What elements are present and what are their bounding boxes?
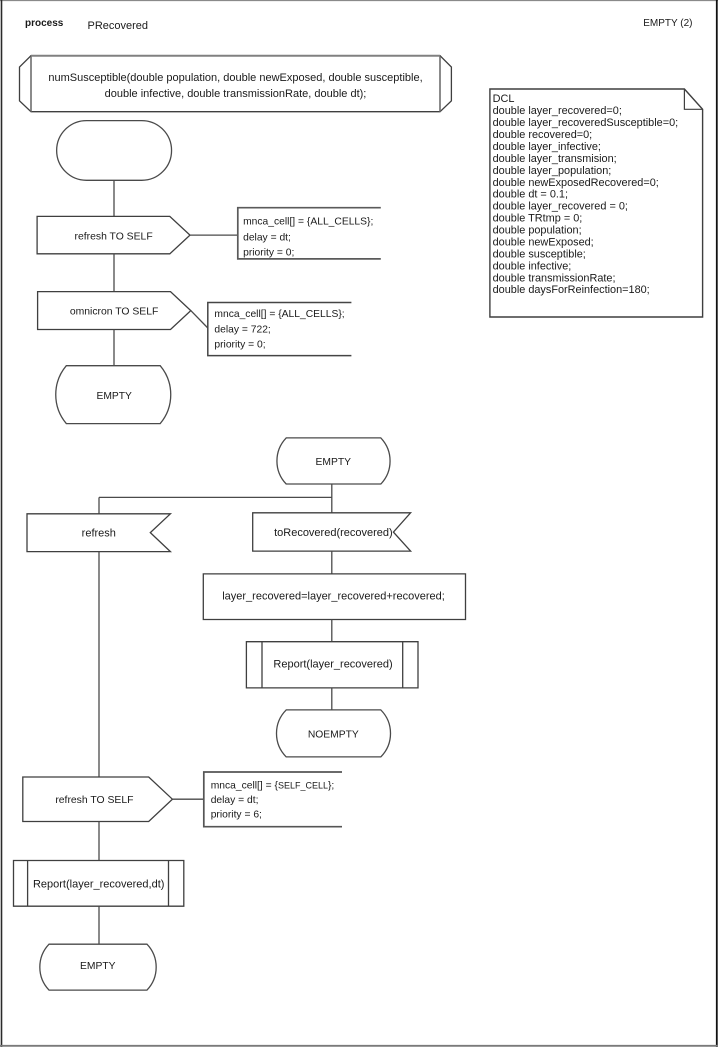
svg-text:double daysForReinfection=180;: double daysForReinfection=180;: [493, 284, 650, 296]
svg-text:double layer_recovered=0;: double layer_recovered=0;: [493, 105, 622, 117]
svg-text:refresh: refresh: [82, 527, 116, 539]
svg-text:Report(layer_recovered): Report(layer_recovered): [273, 659, 392, 671]
svg-text:EMPTY: EMPTY: [80, 961, 116, 972]
svg-text:DCL: DCL: [493, 93, 515, 105]
svg-text:double TRtmp = 0;: double TRtmp = 0;: [493, 213, 583, 225]
svg-text:refresh TO SELF: refresh TO SELF: [75, 232, 153, 243]
svg-text:double recovered=0;: double recovered=0;: [493, 129, 593, 141]
svg-text:mnca_cell[] = {ALL_CELLS};: mnca_cell[] = {ALL_CELLS};: [243, 217, 373, 228]
svg-text:double susceptible;: double susceptible;: [493, 248, 586, 260]
svg-text:EMPTY: EMPTY: [316, 457, 352, 468]
svg-text:delay = dt;: delay = dt;: [211, 795, 259, 806]
svg-text:double newExposed;: double newExposed;: [493, 236, 594, 248]
svg-text:EMPTY (2): EMPTY (2): [643, 18, 692, 29]
svg-text:numSusceptible(double populati: numSusceptible(double population, double…: [48, 72, 422, 84]
svg-text:double layer_recoveredSuscepti: double layer_recoveredSusceptible=0;: [493, 117, 679, 129]
svg-text:priority = 0;: priority = 0;: [214, 340, 265, 351]
svg-text:double layer_population;: double layer_population;: [493, 165, 612, 177]
svg-text:mnca_cell[] = {SELF_CELL};: mnca_cell[] = {SELF_CELL};: [211, 780, 335, 791]
svg-text:priority = 0;: priority = 0;: [243, 247, 294, 258]
svg-text:double layer_transmision;: double layer_transmision;: [493, 153, 617, 165]
svg-text:process: process: [25, 18, 64, 29]
svg-text:delay = 722;: delay = 722;: [214, 325, 270, 336]
svg-text:omnicron TO SELF: omnicron TO SELF: [70, 307, 159, 318]
svg-text:priority = 6;: priority = 6;: [211, 809, 262, 820]
svg-text:double transmissionRate;: double transmissionRate;: [493, 272, 616, 284]
svg-text:EMPTY: EMPTY: [96, 391, 132, 402]
svg-text:NOEMPTY: NOEMPTY: [308, 729, 359, 740]
svg-text:refresh TO SELF: refresh TO SELF: [55, 795, 133, 806]
svg-text:layer_recovered=layer_recovere: layer_recovered=layer_recovered+recovere…: [222, 590, 445, 602]
svg-text:double infective, double trans: double infective, double transmissionRat…: [105, 88, 367, 100]
svg-text:mnca_cell[] = {ALL_CELLS};: mnca_cell[] = {ALL_CELLS};: [214, 309, 344, 320]
svg-text:double population;: double population;: [493, 225, 582, 237]
svg-text:double dt = 0.1;: double dt = 0.1;: [493, 189, 568, 201]
svg-text:PRecovered: PRecovered: [88, 20, 149, 32]
svg-text:double layer_recovered = 0;: double layer_recovered = 0;: [493, 201, 628, 213]
svg-text:toRecovered(recovered): toRecovered(recovered): [274, 527, 393, 539]
svg-text:double newExposedRecovered=0;: double newExposedRecovered=0;: [493, 177, 659, 189]
svg-text:double layer_infective;: double layer_infective;: [493, 141, 601, 153]
svg-text:double infective;: double infective;: [493, 260, 572, 272]
svg-text:Report(layer_recovered,dt): Report(layer_recovered,dt): [33, 879, 164, 891]
svg-text:delay = dt;: delay = dt;: [243, 233, 291, 244]
